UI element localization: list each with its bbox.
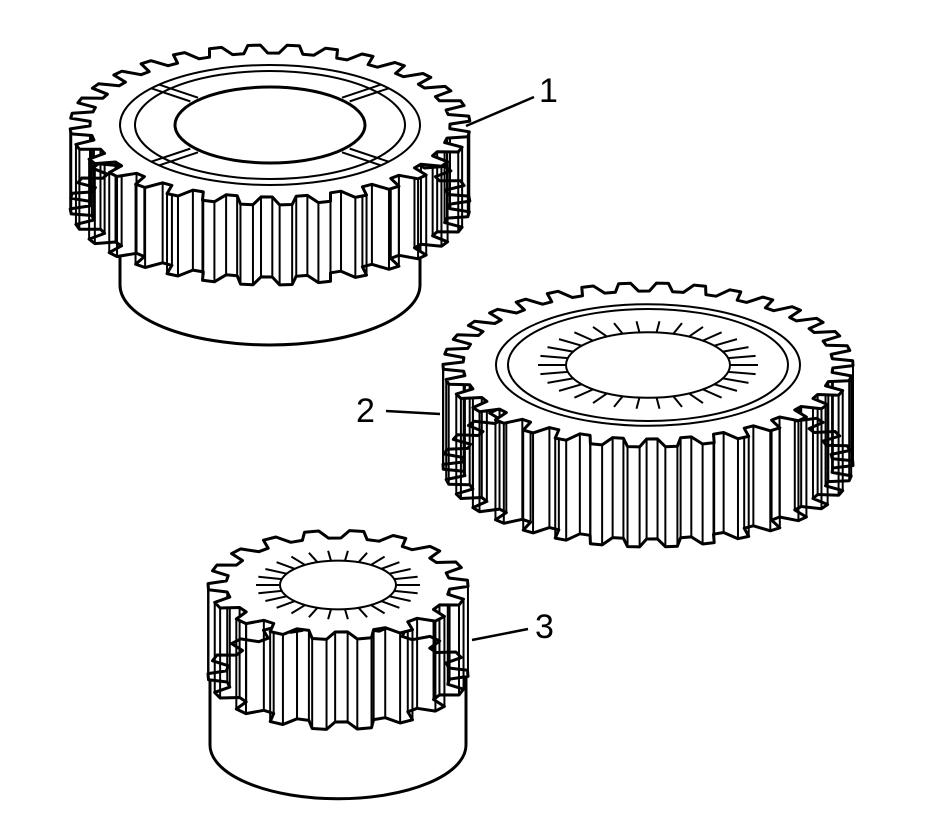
leader-line-2 [385,409,441,416]
splined-gear-icon [441,281,855,549]
leader-line-3 [471,627,529,642]
callout-2: 2 [356,392,375,430]
small-splined-gear-icon [206,529,470,801]
callout-1: 1 [539,72,558,110]
hub-gear-icon [68,43,472,347]
leader-line-1 [465,95,535,128]
callout-3: 3 [535,608,554,646]
